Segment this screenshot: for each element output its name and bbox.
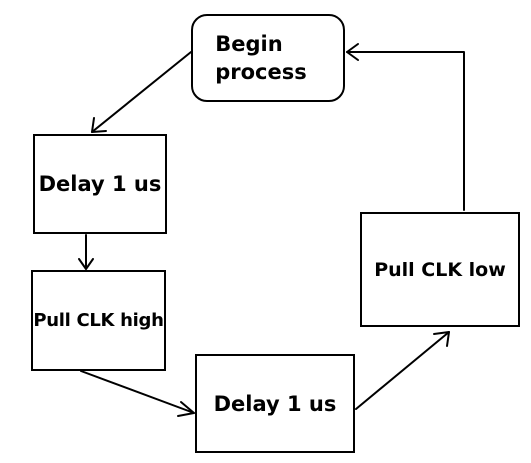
arrow-pull-low-to-begin	[346, 43, 465, 211]
pull-clk-high-label: Pull CLK high	[33, 310, 164, 331]
delay-1-us-label: Delay 1 us	[38, 172, 162, 196]
delay-1-us-second-label: Delay 1 us	[213, 391, 337, 416]
begin-process-node: Begin process	[191, 14, 345, 102]
delay-1-us-node: Delay 1 us	[33, 134, 167, 234]
arrow-delay-1-to-pull-high	[78, 234, 94, 270]
arrow-pull-high-to-delay-2	[80, 370, 195, 417]
pull-clk-high-node: Pull CLK high	[31, 270, 166, 371]
begin-process-label: Begin process	[215, 32, 307, 84]
pull-clk-low-label: Pull CLK low	[374, 258, 506, 281]
delay-1-us-second-node: Delay 1 us	[195, 354, 355, 453]
arrow-delay-2-to-pull-low	[355, 331, 450, 410]
pull-clk-low-node: Pull CLK low	[360, 212, 520, 327]
arrow-begin-to-delay-1	[91, 51, 192, 133]
